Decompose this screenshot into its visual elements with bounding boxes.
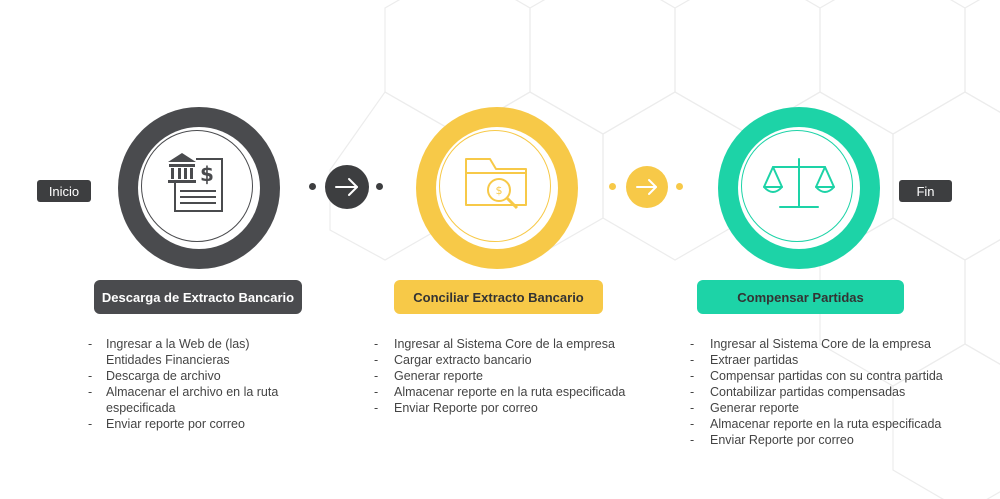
arrow-right-icon <box>335 178 358 196</box>
step-3-circle <box>718 107 880 269</box>
step-3-task-list: Ingresar al Sistema Core de la empresa E… <box>690 336 980 448</box>
list-item: Ingresar al Sistema Core de la empresa <box>374 336 644 352</box>
connector-dot <box>376 183 383 190</box>
list-item: Enviar reporte por correo <box>88 416 288 432</box>
step-2-title: Conciliar Extracto Bancario <box>394 280 603 314</box>
list-item: Enviar Reporte por correo <box>690 432 980 448</box>
list-item: Ingresar al Sistema Core de la empresa <box>690 336 980 352</box>
bank-statement-icon: $ <box>168 153 223 212</box>
list-item: Generar reporte <box>690 400 980 416</box>
connector-dot <box>309 183 316 190</box>
list-item: Enviar Reporte por correo <box>374 400 644 416</box>
svg-text:$: $ <box>496 184 503 197</box>
list-item: Almacenar reporte en la ruta especificad… <box>374 384 644 400</box>
step-1-title: Descarga de Extracto Bancario <box>94 280 302 314</box>
list-item: Compensar partidas con su contra partida <box>690 368 980 384</box>
svg-text:$: $ <box>200 162 214 186</box>
list-item: Cargar extracto bancario <box>374 352 644 368</box>
connector-dot <box>609 183 616 190</box>
step-2-task-list: Ingresar al Sistema Core de la empresa C… <box>374 336 644 416</box>
list-item: Almacenar el archivo en la ruta especifi… <box>88 384 288 416</box>
list-item: Almacenar reporte en la ruta especificad… <box>690 416 980 432</box>
folder-search-icon: $ <box>465 158 527 210</box>
balance-scale-icon <box>763 158 835 208</box>
list-item: Descarga de archivo <box>88 368 288 384</box>
list-item: Contabilizar partidas compensadas <box>690 384 980 400</box>
start-label: Inicio <box>37 180 91 202</box>
step-1-circle: $ <box>118 107 280 269</box>
end-label: Fin <box>899 180 952 202</box>
arrow-2 <box>626 166 668 208</box>
arrow-1 <box>325 165 369 209</box>
connector-dot <box>676 183 683 190</box>
step-3-title: Compensar Partidas <box>697 280 904 314</box>
list-item: Extraer partidas <box>690 352 980 368</box>
arrow-right-icon <box>636 179 657 195</box>
list-item: Ingresar a la Web de (las) Entidades Fin… <box>88 336 288 368</box>
step-1-task-list: Ingresar a la Web de (las) Entidades Fin… <box>88 336 288 432</box>
list-item: Generar reporte <box>374 368 644 384</box>
step-2-circle: $ <box>416 107 578 269</box>
